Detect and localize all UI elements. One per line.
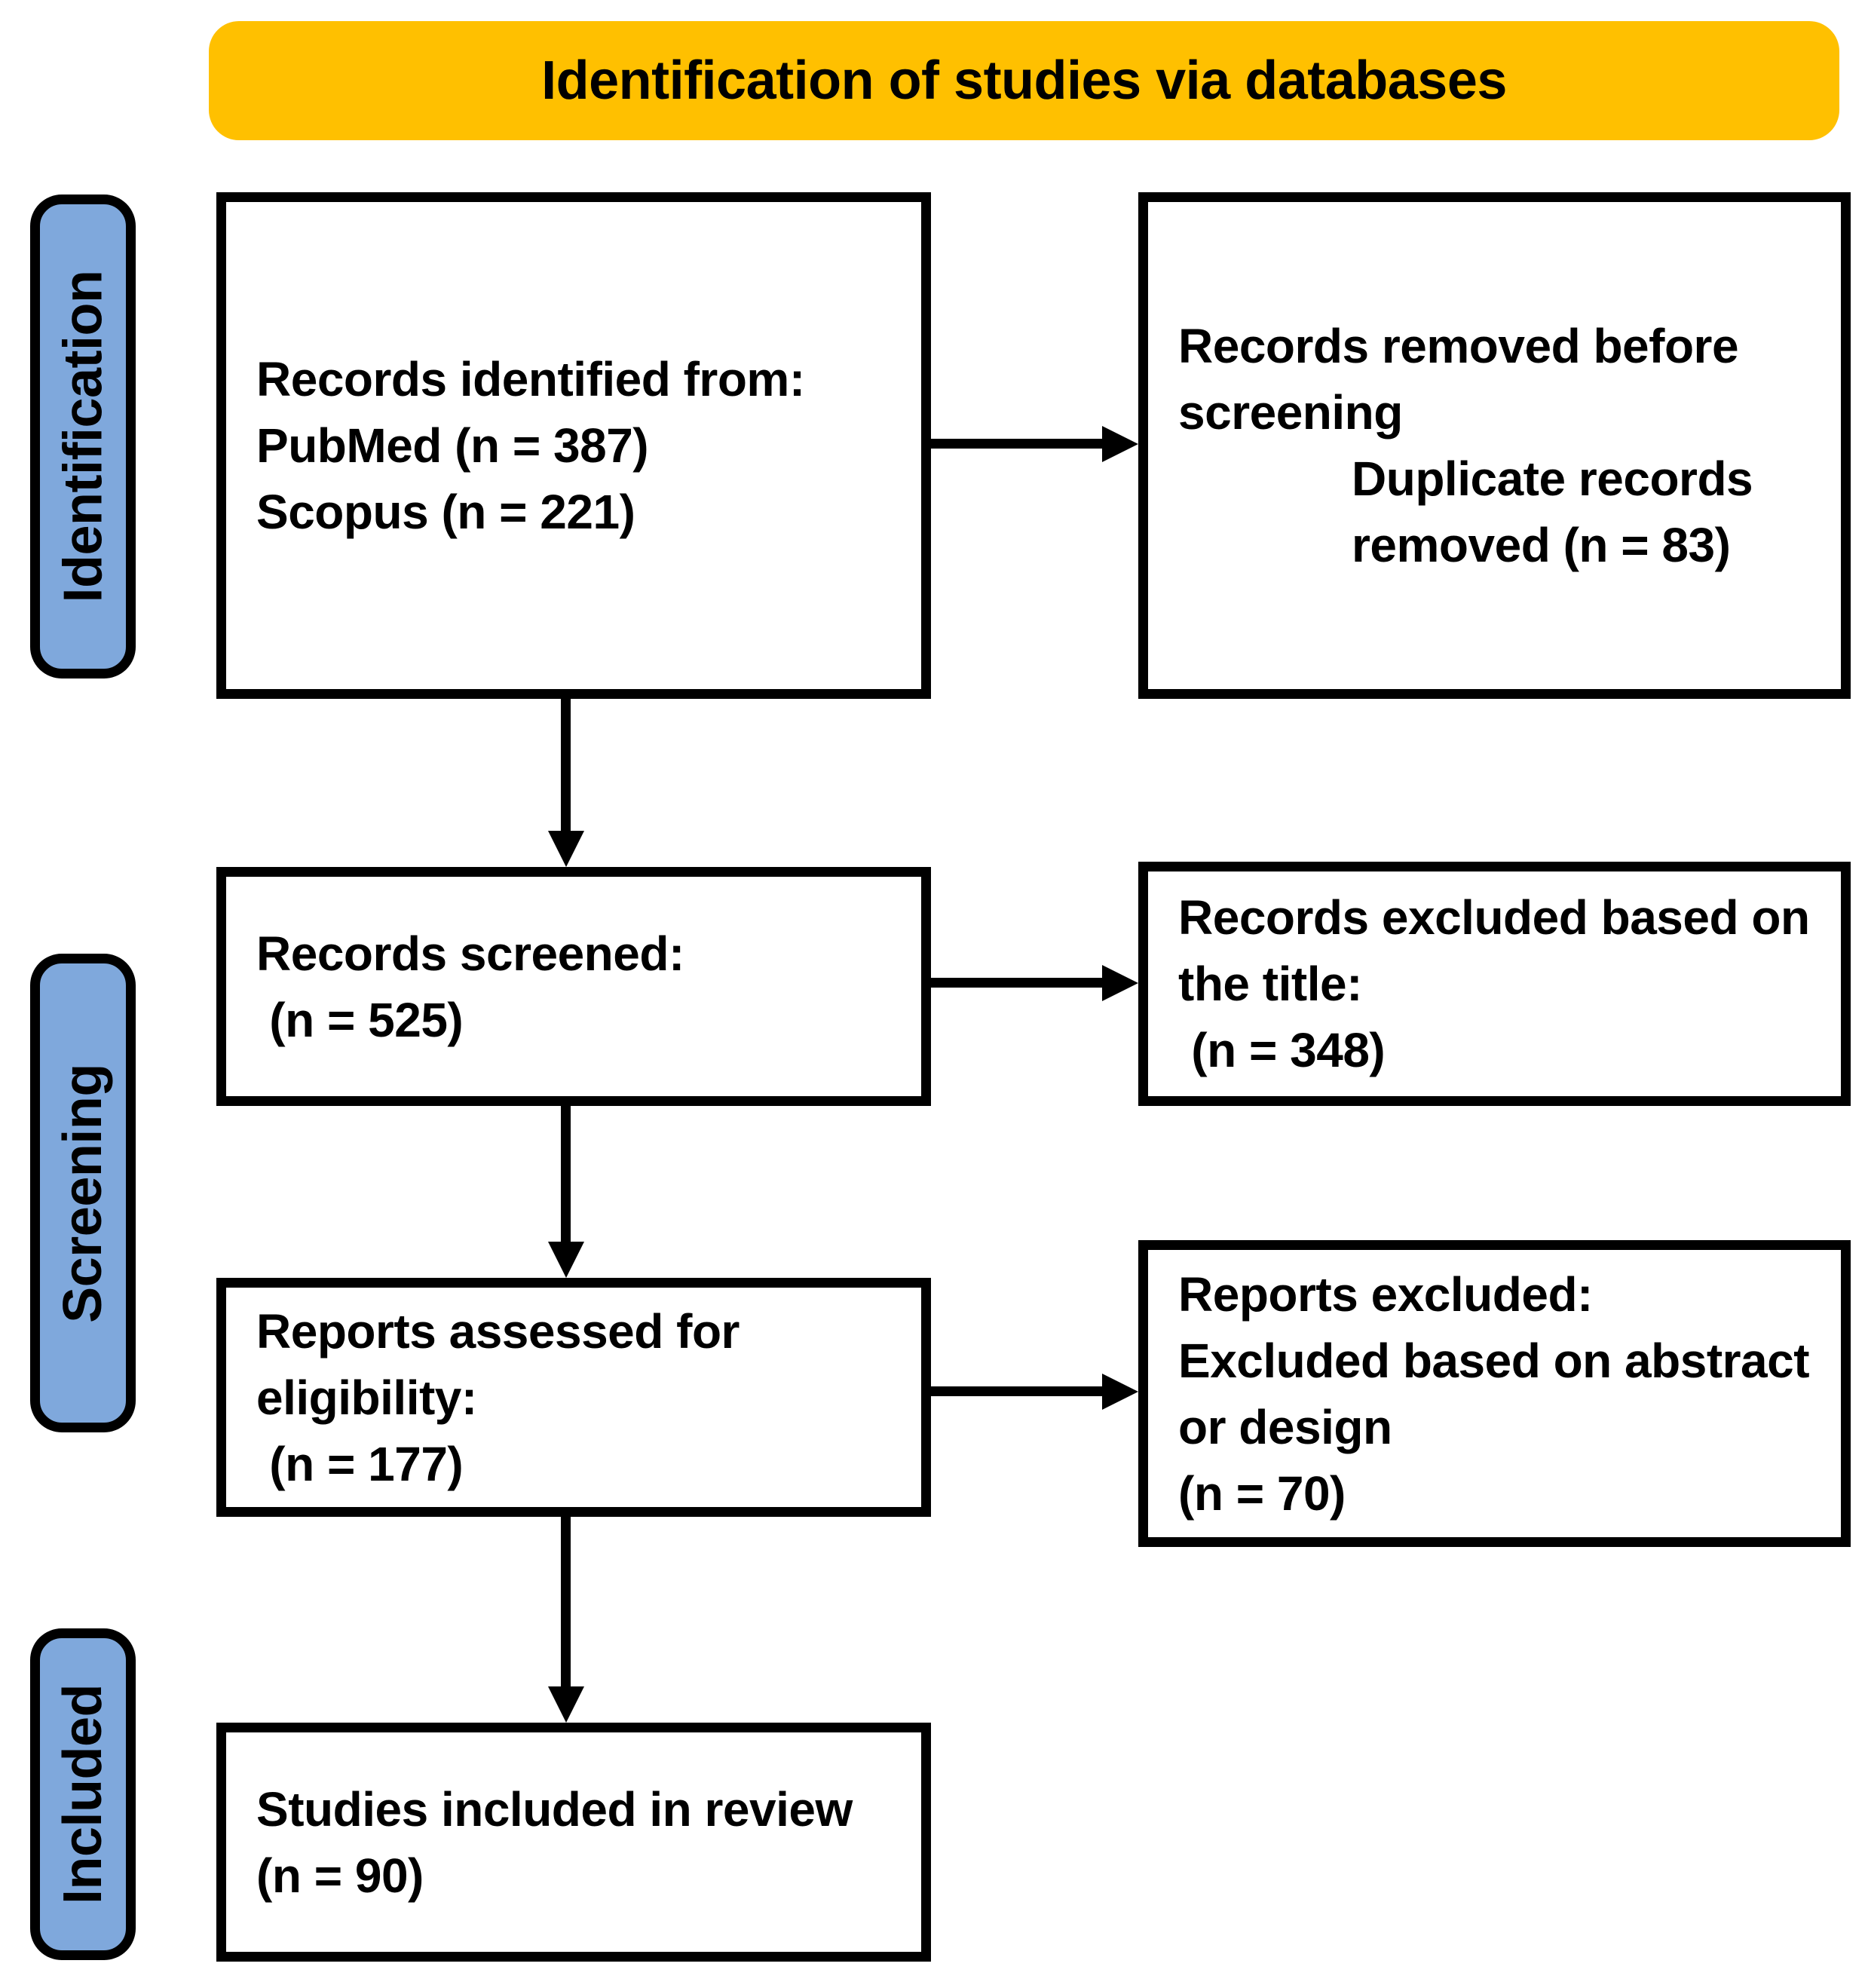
stage-label-identification: Identification [53, 270, 113, 603]
arrow-assessed-to-included [548, 1517, 584, 1723]
text-line: Scopus (n = 221) [256, 485, 635, 539]
box-records-removed-before-screening: Records removed before screening Duplica… [1138, 192, 1851, 699]
text-line: (n = 90) [256, 1848, 424, 1903]
text-line: (n = 70) [1178, 1466, 1346, 1521]
text-line: (n = 177) [256, 1436, 464, 1491]
box-studies-included: Studies included in review (n = 90) [216, 1723, 931, 1962]
stage-bar-screening: Screening [30, 954, 136, 1432]
header-banner: Identification of studies via databases [209, 21, 1839, 140]
arrow-identified-to-screened [548, 699, 584, 867]
stage-label-screening: Screening [53, 1063, 113, 1323]
diagram-title: Identification of studies via databases [541, 51, 1507, 111]
arrow-identified-to-removed [931, 426, 1138, 462]
text-line: Duplicate records [1352, 452, 1753, 506]
box-records-identified: Records identified from: PubMed (n = 387… [216, 192, 931, 699]
text-line: Studies included in review [256, 1781, 853, 1836]
text-line: the title: [1178, 957, 1362, 1011]
text-line: Records identified from: [256, 352, 805, 406]
text-line: Records removed before [1178, 319, 1739, 373]
text-line: Excluded based on abstract [1178, 1333, 1810, 1388]
text-line: (n = 525) [256, 992, 464, 1047]
box-reports-assessed: Reports assessed for eligibility: (n = 1… [216, 1278, 931, 1517]
text-line: Records excluded based on [1178, 890, 1810, 945]
stage-label-included: Included [53, 1683, 114, 1905]
text-line: eligibility: [256, 1370, 477, 1425]
box-records-screened: Records screened: (n = 525) [216, 867, 931, 1106]
text-line: Records screened: [256, 926, 684, 981]
stage-bar-included: Included [30, 1628, 136, 1960]
text-line: Reports excluded: [1178, 1267, 1593, 1322]
text-line: PubMed (n = 387) [256, 418, 649, 473]
text-line: Reports assessed for [256, 1303, 740, 1359]
text-line: screening [1178, 385, 1403, 440]
arrow-assessed-to-excluded-reports [931, 1374, 1138, 1410]
stage-bar-identification: Identification [30, 195, 136, 678]
text-line: removed (n = 83) [1352, 518, 1731, 572]
text-line: (n = 348) [1178, 1023, 1386, 1077]
box-reports-excluded: Reports excluded: Excluded based on abst… [1138, 1240, 1851, 1547]
text-line: or design [1178, 1399, 1392, 1454]
arrow-screened-to-excluded-title [931, 965, 1138, 1001]
box-records-excluded-by-title: Records excluded based on the title: (n … [1138, 862, 1851, 1106]
arrow-screened-to-assessed [548, 1106, 584, 1278]
